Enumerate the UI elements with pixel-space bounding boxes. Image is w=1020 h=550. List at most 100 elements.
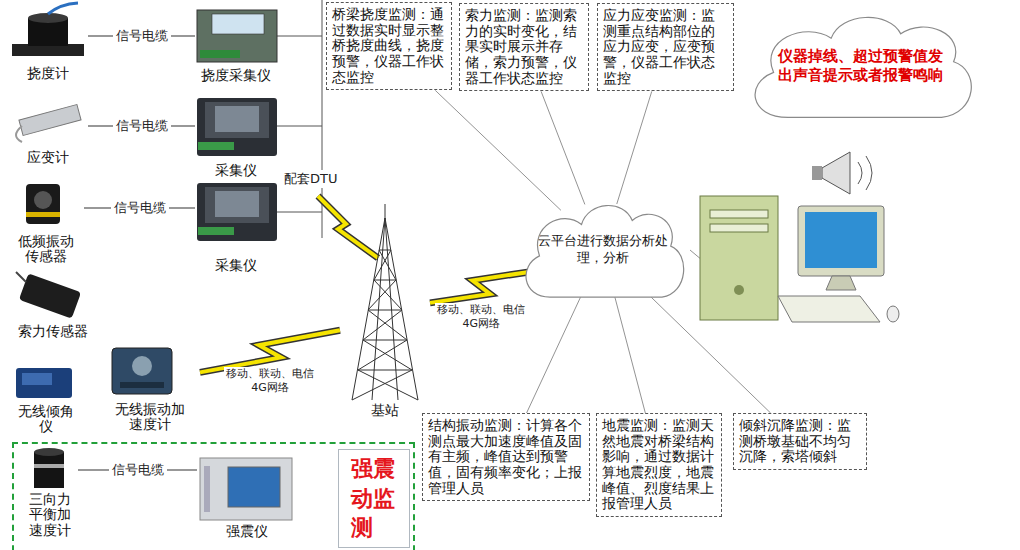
triaxial-sensor <box>34 452 64 488</box>
sound-waves <box>858 156 872 190</box>
sensor-lens <box>34 191 52 209</box>
strong-motion-region: 强震动监测 三向力平衡加速度计强震仪 <box>12 442 415 550</box>
device-label: 挠度采集仪 <box>195 68 277 83</box>
monitor-note-box: 地震监测：监测天然地震对桥梁结构影响，通过数据计算地震烈度，地震峰值、烈度结果上… <box>596 413 722 517</box>
connector-group <box>435 90 561 210</box>
inclinometer <box>16 368 72 398</box>
device-label: 低频振动传感器 <box>15 234 77 265</box>
connector-group <box>644 290 771 413</box>
collector-body <box>197 10 277 62</box>
connector-group <box>617 91 652 204</box>
accelerometer-dial <box>132 356 152 376</box>
connector-group <box>200 330 340 372</box>
dtu-label: 配套DTU <box>282 170 339 188</box>
note-text: 倾斜沉降监测：监测桥墩基础不均匀沉降，索塔倾斜 <box>739 418 861 465</box>
cable-label: 信号电缆 <box>111 199 169 217</box>
device-label: 无线倾角仪 <box>15 404 77 435</box>
device-node: 挠度计 <box>8 8 88 81</box>
device-node: 低频振动传感器 <box>8 178 84 265</box>
note-text: 索力监测：监测索力的实时变化，结果实时展示并存储，索力预警，仪器工作状态监控 <box>465 8 583 86</box>
device-node: 采集仪 <box>195 180 277 273</box>
meter-cable <box>48 3 78 14</box>
note-text: 桥梁挠度监测：通过数据实时显示整桥挠度曲线，挠度预警，仪器工作状态监控 <box>332 7 446 85</box>
cloud-node: 云平台进行数据分析处理，分析 <box>515 195 690 305</box>
sensor-band <box>26 212 60 217</box>
region-heading: 强震动监测 <box>338 449 410 548</box>
device-label: 采集仪 <box>195 258 277 273</box>
bolt-outline <box>200 330 340 372</box>
device-node: 挠度采集仪 <box>195 8 277 83</box>
wireless-link <box>200 330 340 372</box>
device-node: 应变计 <box>8 98 88 165</box>
monitor-note-box: 结构振动监测：计算各个测点最大加速度峰值及固有主频，峰值达到预警值，固有频率变化… <box>422 413 590 501</box>
terminal-strip <box>198 142 234 150</box>
strain-gauge <box>19 105 81 136</box>
device-node: 无线振动加速度计 <box>100 342 200 433</box>
collector-body <box>197 98 277 156</box>
note-text: 应力应变监测：监测重点结构部位的应力应变，应变预警，仪器工作状态监控 <box>603 8 728 86</box>
megaphone <box>822 152 850 194</box>
bolt-outline <box>430 271 533 302</box>
sensor-band <box>34 464 64 468</box>
recorder-body <box>200 458 292 520</box>
gauge-cable <box>16 126 22 142</box>
drive-slot <box>710 224 768 232</box>
note-text: 地震监测：监测天然地震对桥梁结构影响，通过数据计算地震烈度，地震峰值、烈度结果上… <box>602 418 716 512</box>
recorder-handle <box>204 466 210 512</box>
accelerometer-foot <box>120 382 164 388</box>
network-label: 移动、联动、电信 4G网络 <box>224 367 316 395</box>
force-sensor <box>19 273 81 318</box>
meter-top <box>28 13 68 23</box>
wireless-link <box>430 271 533 302</box>
device-label: 强震仪 <box>197 524 297 539</box>
cloud-node: 仪器掉线、超过预警值发出声音提示或者报警鸣响 <box>740 6 980 126</box>
keyboard <box>778 296 880 322</box>
note-text: 结构振动监测：计算各个测点最大加速度峰值及固有主频，峰值达到预警值，固有频率变化… <box>428 418 584 496</box>
network-label: 移动、联动、电信 4G网络 <box>435 303 527 331</box>
collector-screen <box>215 106 259 132</box>
accelerometer <box>112 348 172 394</box>
signal-bus <box>277 0 322 238</box>
device-label: 三向力平衡加速度计 <box>28 492 73 538</box>
leader-connector <box>644 290 771 413</box>
device-label: 无线振动加速度计 <box>113 402 187 433</box>
cloud-text: 仪器掉线、超过预警值发出声音提示或者报警鸣响 <box>774 47 946 86</box>
device-node: 索力传感器 <box>8 270 98 339</box>
device-label: 索力传感器 <box>8 324 98 339</box>
leader-connector <box>541 91 585 204</box>
monitor-note-box: 应力应变监测：监测重点结构部位的应力应变，应变预警，仪器工作状态监控 <box>597 3 734 91</box>
megaphone-handle <box>812 166 822 180</box>
monitor-note-box: 桥梁挠度监测：通过数据实时显示整桥挠度曲线，挠度预警，仪器工作状态监控 <box>326 2 452 90</box>
base-station-tower <box>352 204 418 400</box>
cable-label: 信号电缆 <box>113 27 171 45</box>
sensor-top <box>34 448 64 456</box>
connector-group <box>527 295 582 413</box>
leader-connector <box>435 90 561 210</box>
vibration-sensor <box>26 184 60 224</box>
monitor <box>798 206 884 276</box>
leader-connector <box>617 91 652 204</box>
collector-screen <box>215 191 259 217</box>
cloud-shape <box>755 17 971 117</box>
connector-group <box>541 91 585 204</box>
dtu-bolt-outline <box>318 196 378 258</box>
power-button <box>734 285 744 295</box>
monitor-screen <box>805 212 877 268</box>
cable-label: 信号电缆 <box>113 117 171 135</box>
connector-group <box>430 271 533 302</box>
monitor-note-box: 倾斜沉降监测：监测桥墩基础不均匀沉降，索塔倾斜 <box>733 413 867 470</box>
collector-panel <box>205 102 269 138</box>
connector-group <box>615 296 646 413</box>
drive-slot <box>710 210 768 218</box>
device-node: 无线倾角仪 <box>8 364 84 435</box>
device-label: 挠度计 <box>8 66 88 81</box>
monitor-stand <box>826 276 856 290</box>
cloud-text: 云平台进行数据分析处理，分析 <box>536 233 670 267</box>
device-node: 三向力平衡加速度计 <box>22 448 78 538</box>
pc-case <box>700 196 778 320</box>
terminal-strip <box>198 227 234 235</box>
device-node: 基站 <box>340 215 430 418</box>
device-label: 应变计 <box>8 150 88 165</box>
recorder-screen <box>228 467 280 507</box>
